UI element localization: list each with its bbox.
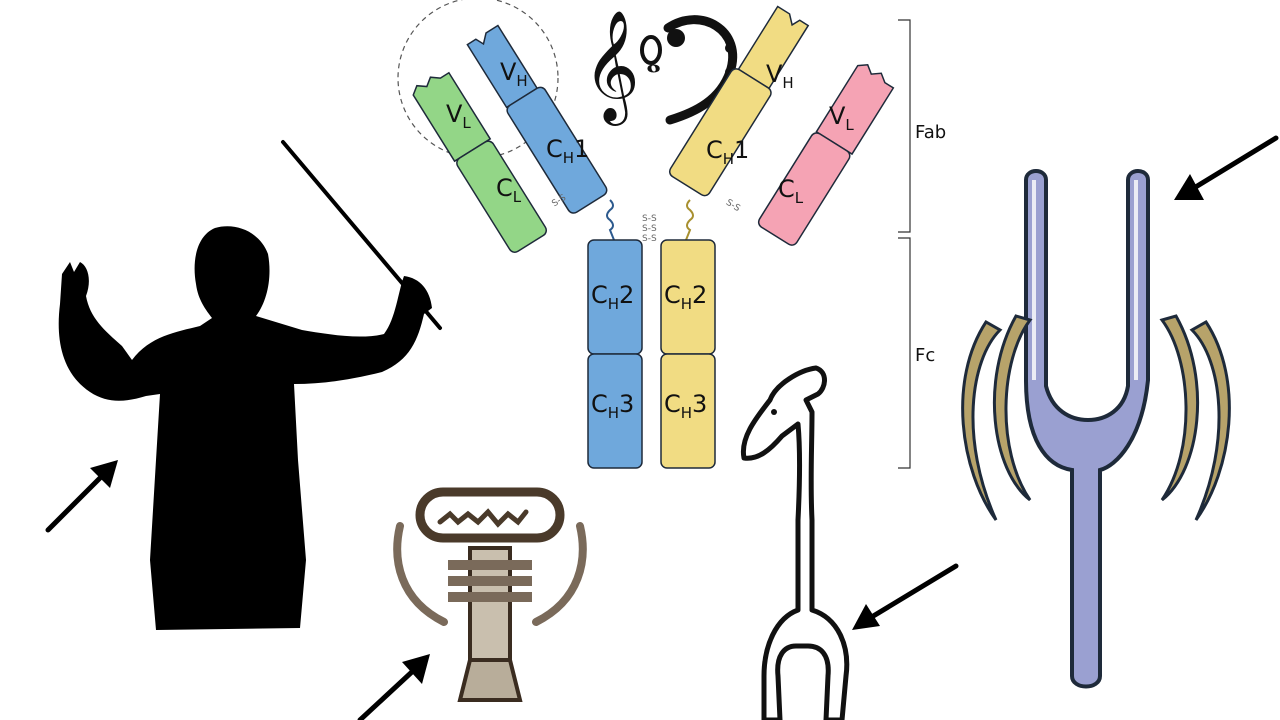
heavy-chain-left-arm <box>466 24 608 214</box>
ch3-right-box <box>660 353 716 469</box>
ch3-left-label: CH3 <box>591 390 634 422</box>
sound-waves-icon <box>961 314 1231 521</box>
ch2-left-label: CH2 <box>591 281 634 313</box>
svg-text:S-S: S-S <box>724 198 742 214</box>
ch1-left-label: CH1 <box>546 135 589 167</box>
hinge-right <box>685 199 694 241</box>
fab-bracket <box>898 19 911 233</box>
arrow-icon <box>357 654 430 720</box>
vh-right-label: VH <box>766 60 794 92</box>
ch3-left-box <box>587 353 643 469</box>
svg-text:S-S: S-S <box>642 224 657 234</box>
fab-label: Fab <box>915 122 946 143</box>
light-chain-left <box>412 71 547 253</box>
conductor-silhouette <box>58 140 442 630</box>
svg-text:𝄞: 𝄞 <box>583 9 640 126</box>
ch1-right-label: CH1 <box>706 136 749 168</box>
arrow-icon <box>45 460 118 533</box>
was-scepter-hieroglyph <box>740 365 850 720</box>
fc-bracket <box>898 237 911 469</box>
tuning-fork-icon <box>1024 169 1150 689</box>
cl-right-label: CL <box>778 175 804 207</box>
fc-label: Fc <box>915 345 935 366</box>
light-chain-right <box>757 64 895 246</box>
heavy-chain-right-arm <box>668 5 810 197</box>
svg-text:S-S: S-S <box>642 214 657 224</box>
arrow-icon <box>852 563 959 630</box>
hinge-left <box>606 199 615 241</box>
arrow-icon <box>1174 135 1279 200</box>
ankh-djed-hieroglyph <box>393 487 587 702</box>
antigen-binding-site-outline <box>397 0 559 159</box>
svg-text:S-S: S-S <box>642 234 657 244</box>
svg-text:𝅝: 𝅝 <box>646 37 661 81</box>
vl-right-label: VL <box>829 102 854 134</box>
cl-left-label: CL <box>496 174 522 206</box>
ch2-right-label: CH2 <box>664 281 707 313</box>
vl-left-label: VL <box>446 100 471 132</box>
ch3-right-label: CH3 <box>664 390 707 422</box>
vh-left-label: VH <box>500 58 528 90</box>
